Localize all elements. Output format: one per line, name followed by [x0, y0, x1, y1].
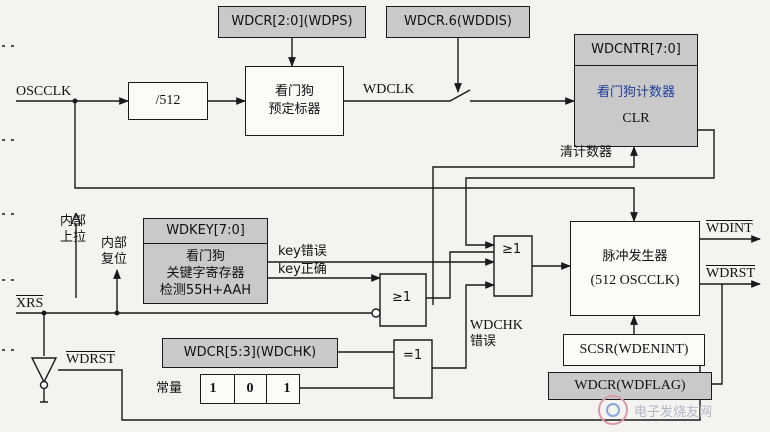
bit-1: 1 [209, 381, 217, 396]
counter-to-or [465, 129, 715, 249]
constant-bits: 1 0 1 [200, 374, 300, 404]
key-bad-label: key错误 [278, 244, 327, 259]
edge-dashes [2, 45, 14, 351]
xrs-junction [41, 310, 47, 316]
wdflag-label: WDCR(WDFLAG) [574, 378, 686, 393]
counter-block: WDCNTR[7:0] 看门狗计数器 CLR [574, 34, 698, 147]
wdrst-out-label: WDRST [706, 266, 755, 281]
bit-3: 1 [283, 381, 291, 396]
wdclk-label: WDCLK [363, 82, 415, 97]
inv-bubble-buffer [39, 380, 49, 390]
bit-2: 0 [233, 375, 267, 403]
wdcntr-label: WDCNTR[7:0] [591, 42, 681, 57]
counter-body: 看门狗计数器 CLR [575, 66, 697, 146]
counter-label: 看门狗计数器 [596, 85, 675, 100]
osc-junction [72, 98, 78, 104]
wdcr-wdchk-label: WDCR[5:3](WDCHK) [183, 345, 317, 360]
prescaler-line2: 预定标器 [268, 102, 321, 117]
osc-branch [74, 101, 638, 222]
key-reg-line3: 检测55H+AAH [159, 283, 252, 298]
key-reg-line1: 看门狗 [185, 249, 225, 264]
scsr-block: SCSR(WDENINT) [563, 334, 705, 366]
eq1-label: =1 [403, 348, 423, 363]
watermark-logo-icon [598, 395, 628, 425]
switch-blade [449, 89, 471, 102]
pulse-generator: 脉冲发生器 (512 OSCCLK) [570, 221, 700, 316]
wdchk-error-label: WDCHK 错误 [470, 318, 523, 350]
key-ok-label: key正确 [278, 262, 327, 277]
wdkey-body: 看门狗 关键字寄存器 检测55H+AAH [144, 244, 267, 303]
clear-counter-label: 清计数器 [560, 145, 613, 160]
buffer-out [40, 388, 48, 403]
pulse-line1: 脉冲发生器 [602, 248, 668, 264]
reset-junction [114, 310, 120, 316]
gate-eq1 [393, 339, 433, 399]
pullup-label: 内部上拉 [60, 214, 86, 246]
wdkey-label: WDKEY[7:0] [166, 223, 245, 238]
prescaler-line1: 看门狗 [274, 84, 314, 99]
wdcr-wddis-reg: WDCR.6(WDDIS) [386, 6, 530, 38]
wdcntr-header: WDCNTR[7:0] [575, 35, 697, 66]
pulse-line2: (512 OSCCLK) [590, 272, 680, 288]
div512-block: /512 [128, 82, 208, 120]
pullup-line1: 内部 [60, 214, 87, 229]
clear-line [432, 146, 638, 305]
prescaler-block: 看门狗预定标器 [245, 66, 344, 136]
wdflag-block: WDCR(WDFLAG) [548, 372, 712, 400]
watermark-text: 电子发烧友网 [634, 404, 713, 420]
wdrst-in-label: WDRST [66, 352, 115, 367]
wdchk-line1: WDCHK [470, 318, 523, 333]
wdchk-line [432, 281, 495, 369]
gate-gte1-b [493, 235, 533, 297]
wdchk-line2: 错误 [470, 334, 497, 349]
buffer [30, 357, 58, 384]
clr-label: CLR [622, 111, 650, 126]
or-a-to-or-b [426, 251, 494, 299]
xrs-label: XRS [16, 296, 44, 311]
reset-label: 内部复位 [101, 236, 127, 268]
scsr-label: SCSR(WDENINT) [579, 342, 689, 357]
reset-line2: 复位 [101, 252, 128, 267]
reset-line1: 内部 [101, 236, 128, 251]
key-reg-line2: 关键字寄存器 [166, 266, 245, 281]
wdkey-block: WDKEY[7:0] 看门狗 关键字寄存器 检测55H+AAH [143, 218, 268, 304]
wdint-label: WDINT [706, 221, 753, 236]
watermark: 电子发烧友网 [598, 392, 758, 428]
constant-label: 常量 [156, 381, 183, 396]
div512-label: /512 [155, 93, 181, 108]
gate-gte1-a [379, 273, 427, 327]
wdcr-wdchk-reg: WDCR[5:3](WDCHK) [162, 338, 338, 368]
osc-label: OSCCLK [16, 84, 72, 99]
gte1-a-label: ≥1 [392, 290, 412, 305]
inv-bubble-a [371, 308, 381, 318]
flag-link [712, 284, 723, 385]
gte1-b-label: ≥1 [502, 242, 522, 257]
wdcr-wdps-reg: WDCR[2:0](WDPS) [218, 6, 366, 38]
pullup-line2: 上拉 [60, 230, 87, 245]
wdkey-header: WDKEY[7:0] [144, 219, 267, 244]
wdcr-wdps-label: WDCR[2:0](WDPS) [231, 14, 353, 29]
wdcr-wddis-label: WDCR.6(WDDIS) [403, 14, 513, 29]
